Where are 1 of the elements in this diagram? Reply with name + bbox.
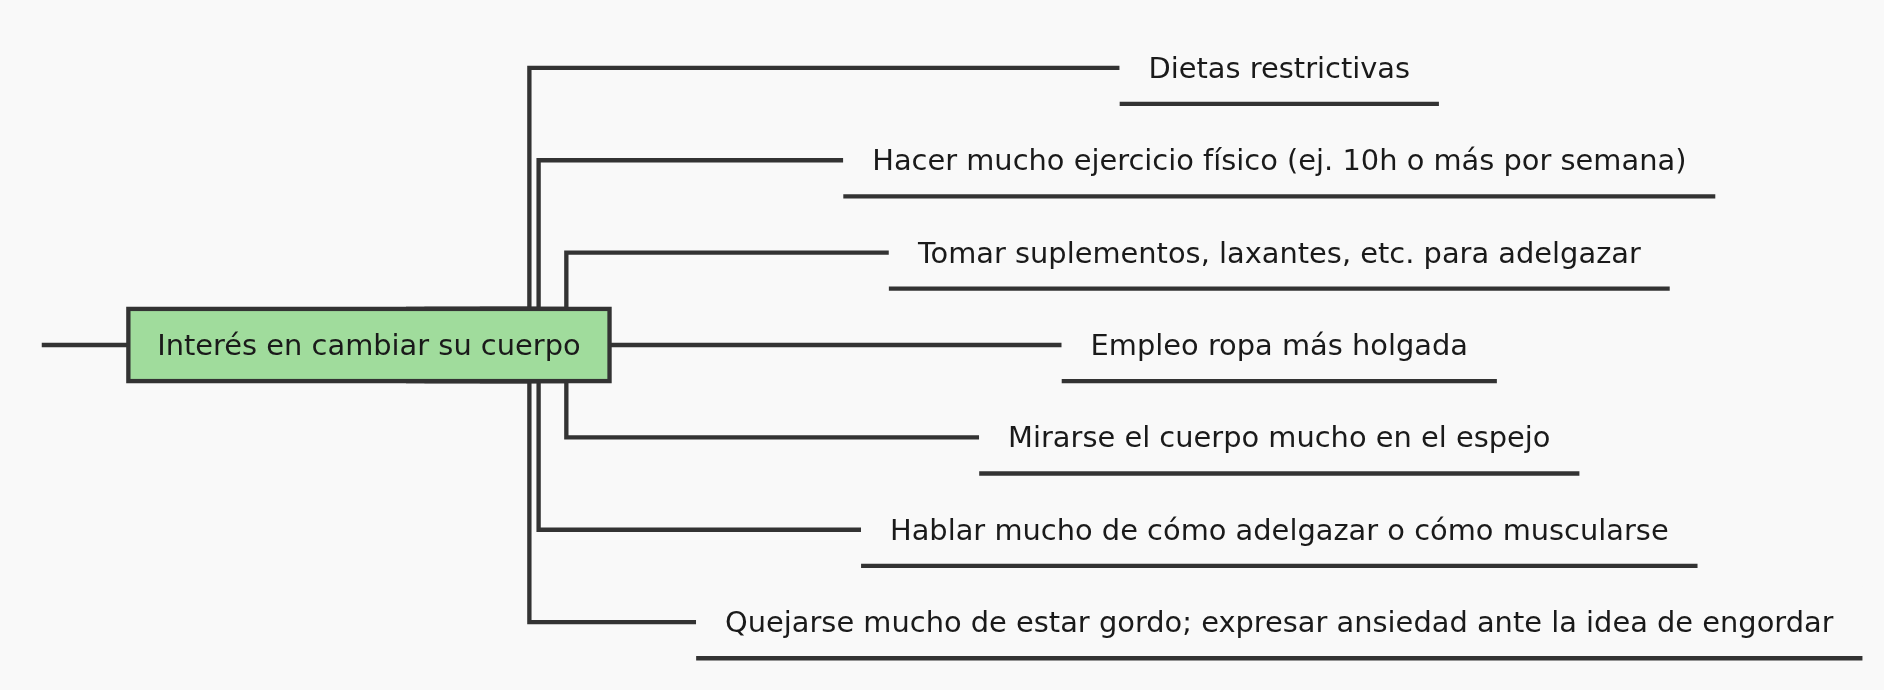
node-box: Interés en cambiar su cuerpo bbox=[126, 306, 612, 384]
